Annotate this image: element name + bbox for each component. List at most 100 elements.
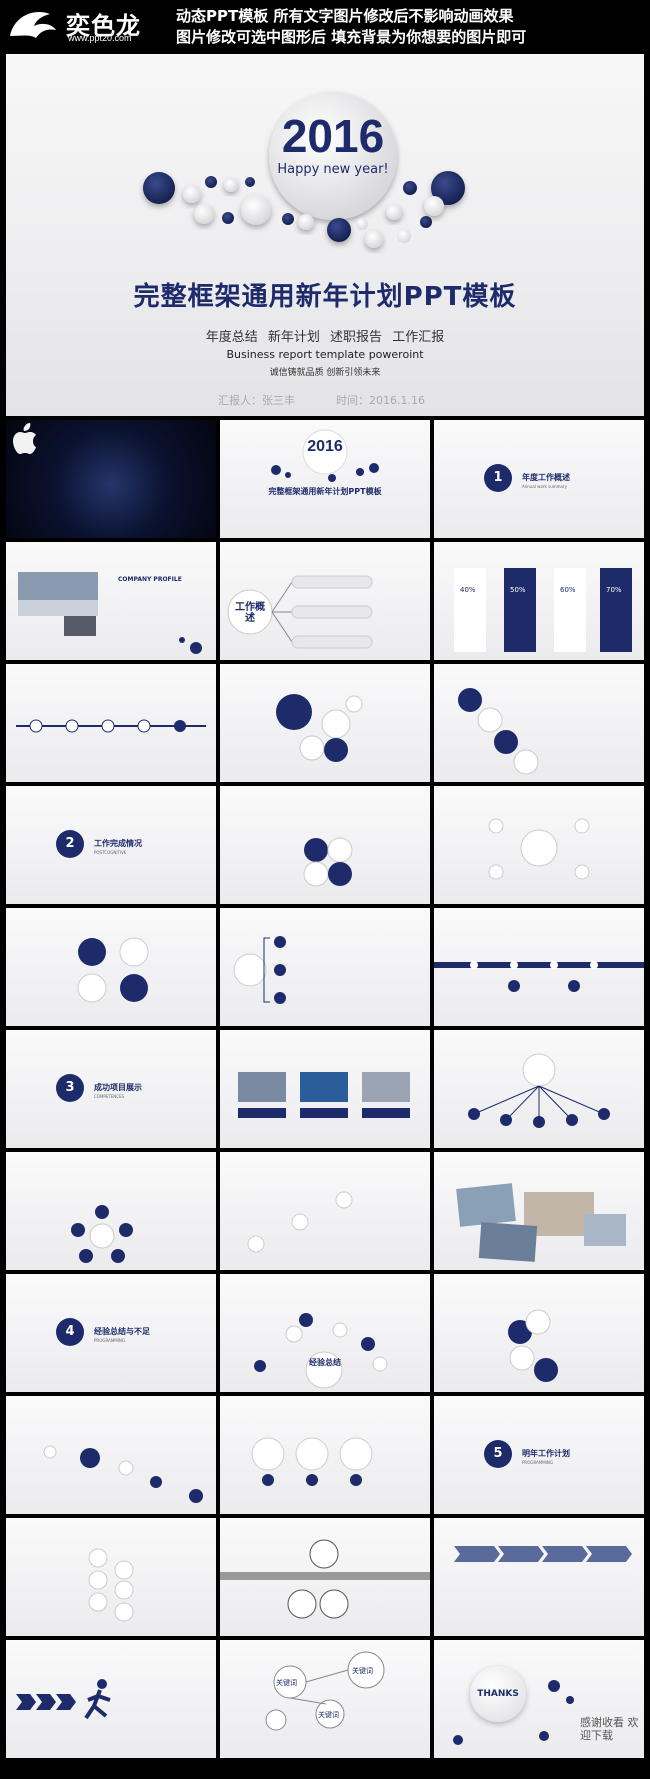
keyword-label-1: 关键词: [276, 1679, 297, 1687]
section-english: PROGRAMMING: [94, 1338, 125, 1343]
cover-title: 完整框架通用新年计划PPT模板: [268, 487, 382, 496]
pct-3: 60%: [560, 586, 576, 594]
bracket-graphic: [233, 936, 286, 1004]
thumb-quarters[interactable]: 40% 50% 60% 70%: [434, 542, 644, 660]
thumb-building-photos[interactable]: [434, 1152, 644, 1270]
thumb-section-3[interactable]: 3 成功项目展示 COMPETENCES: [6, 1030, 216, 1148]
thumb-thanks[interactable]: THANKS 感谢收看 欢迎下载: [434, 1640, 644, 1758]
logo-url: www.ppt20.com: [68, 33, 132, 43]
thanks-badge: THANKS: [470, 1666, 526, 1722]
thumb-bubble-chart[interactable]: [220, 664, 430, 782]
thumb-cover[interactable]: 2016 完整框架通用新年计划PPT模板: [220, 420, 430, 538]
hero-slogan: 诚信铸就品质 创新引领未来: [269, 368, 381, 378]
thumb-keywords[interactable]: 关键词 关键词 关键词: [220, 1640, 430, 1758]
thumb-shortcomings[interactable]: [434, 1274, 644, 1392]
thumb-shortcomings-3[interactable]: [220, 1396, 430, 1514]
thumb-plan-numbers[interactable]: [6, 1518, 216, 1636]
experience-label: 经验总结: [309, 1358, 341, 1367]
hero-slide[interactable]: 2016 Happy new year! 完整框架通用新年计划PPT模板 年度总…: [6, 54, 644, 416]
thumb-section-2[interactable]: 2 工作完成情况 POSTCOGNITIVE: [6, 786, 216, 904]
section-english: Annual work summary: [522, 484, 568, 489]
top-banner: 奕色龙 www.ppt20.com 动态PPT模板 所有文字图片修改后不影响动画…: [0, 0, 650, 50]
thumb-intro-apple[interactable]: [6, 420, 216, 538]
thumb-experience[interactable]: 经验总结: [220, 1274, 430, 1392]
thumb-bead-line[interactable]: [434, 908, 644, 1026]
bead-line-graphic: [434, 961, 644, 992]
project-star-graphic: [71, 1205, 133, 1263]
drops-graphic: [508, 1309, 558, 1382]
thanks-bubbles: [453, 1680, 574, 1745]
dragon-logo-icon: [10, 12, 56, 38]
section-number: 4: [56, 1318, 84, 1346]
thumb-section-5[interactable]: 5 明年工作计划 PROGRAMMING: [434, 1396, 644, 1514]
usage-note-line-1: 动态PPT模板 所有文字图片修改后不影响动画效果: [176, 7, 514, 25]
cover-year: 2016: [307, 438, 343, 455]
thumb-numbered-list[interactable]: [434, 664, 644, 782]
hero-subtitle: 年度总结 新年计划 述职报告 工作汇报: [205, 330, 445, 345]
project-steps-graphic: [247, 1191, 353, 1253]
plan-numbers-graphic: [88, 1548, 134, 1622]
completion-graphic: [303, 837, 353, 887]
logo-name: 奕色龙: [66, 12, 141, 40]
thumb-completion-2[interactable]: [434, 786, 644, 904]
project-tree-graphic: [468, 1053, 610, 1128]
building-photos-graphic: [456, 1183, 626, 1262]
section-english: POSTCOGNITIVE: [94, 850, 127, 855]
numbered-bubbles: [458, 688, 539, 775]
wave-graphic: [77, 937, 149, 1003]
keyword-label-3: 关键词: [318, 1711, 339, 1719]
thanks-message: 感谢收看 欢迎下载: [580, 1716, 639, 1742]
keyword-label-2: 关键词: [352, 1667, 373, 1675]
thumb-bracket-list[interactable]: [220, 908, 430, 1026]
plan-arrows-graphic: [454, 1546, 632, 1562]
section-number: 3: [56, 1074, 84, 1102]
project-photos-graphic: [238, 1072, 410, 1118]
thumb-plan-runner[interactable]: [6, 1640, 216, 1758]
thumb-project-tree[interactable]: [434, 1030, 644, 1148]
date-text: 时间：2016.1.16: [336, 394, 425, 407]
thumb-work-overview[interactable]: 工作概述: [220, 542, 430, 660]
thumb-company-profile[interactable]: COMPANY PROFILE: [6, 542, 216, 660]
thumb-plan-arrows[interactable]: [434, 1518, 644, 1636]
section-english: PROGRAMMING: [522, 1460, 553, 1465]
timeline-graphic: [16, 719, 206, 733]
apple-logo-icon: [13, 423, 36, 454]
bubble-graphic: [276, 694, 363, 762]
decorative-bubbles: [143, 92, 465, 248]
thumb-project-steps[interactable]: [220, 1152, 430, 1270]
company-profile-graphic: [18, 572, 202, 654]
cover-bubbles: [271, 429, 379, 482]
section-english: COMPETENCES: [94, 1094, 125, 1099]
slide-thumbnail-grid: 2016 完整框架通用新年计划PPT模板 1 年度工作概述 Annual wor…: [6, 420, 644, 1779]
reporter-text: 汇报人：张三丰: [218, 394, 295, 407]
section-label: 年度工作概述: [522, 473, 570, 482]
thumb-section-1[interactable]: 1 年度工作概述 Annual work summary: [434, 420, 644, 538]
section-label: 经验总结与不足: [94, 1327, 150, 1336]
scatter-graphic: [43, 1445, 203, 1503]
experience-graphic: [254, 1313, 388, 1389]
keywords-graphic: [265, 1651, 385, 1731]
three-bubbles-graphic: [251, 1437, 373, 1486]
thumb-completion-3[interactable]: [6, 908, 216, 1026]
thumb-section-4[interactable]: 4 经验总结与不足 PROGRAMMING: [6, 1274, 216, 1392]
work-overview-graphic: [227, 575, 373, 649]
greeting-text: Happy new year!: [277, 162, 389, 177]
thumb-shortcomings-2[interactable]: [6, 1396, 216, 1514]
quarter-cards-graphic: [454, 568, 632, 652]
hero-title: 完整框架通用新年计划PPT模板: [133, 282, 517, 312]
thumb-plan-steps[interactable]: [220, 1518, 430, 1636]
plan-steps-graphic: [220, 1539, 430, 1619]
pct-4: 70%: [606, 586, 622, 594]
pct-2: 50%: [510, 586, 526, 594]
section-label: 工作完成情况: [94, 839, 142, 848]
thumb-project-star[interactable]: [6, 1152, 216, 1270]
thumb-timeline[interactable]: [6, 664, 216, 782]
company-profile-label: COMPANY PROFILE: [118, 576, 182, 583]
thumb-project-photos[interactable]: [220, 1030, 430, 1148]
usage-note-line-2: 图片修改可选中图形后 填充背景为你想要的图片即可: [176, 28, 527, 46]
section-label: 成功项目展示: [94, 1083, 142, 1092]
thumb-completion-1[interactable]: [220, 786, 430, 904]
year-text: 2016: [281, 110, 385, 162]
section-number: 2: [56, 830, 84, 858]
runner-graphic: [16, 1679, 111, 1720]
